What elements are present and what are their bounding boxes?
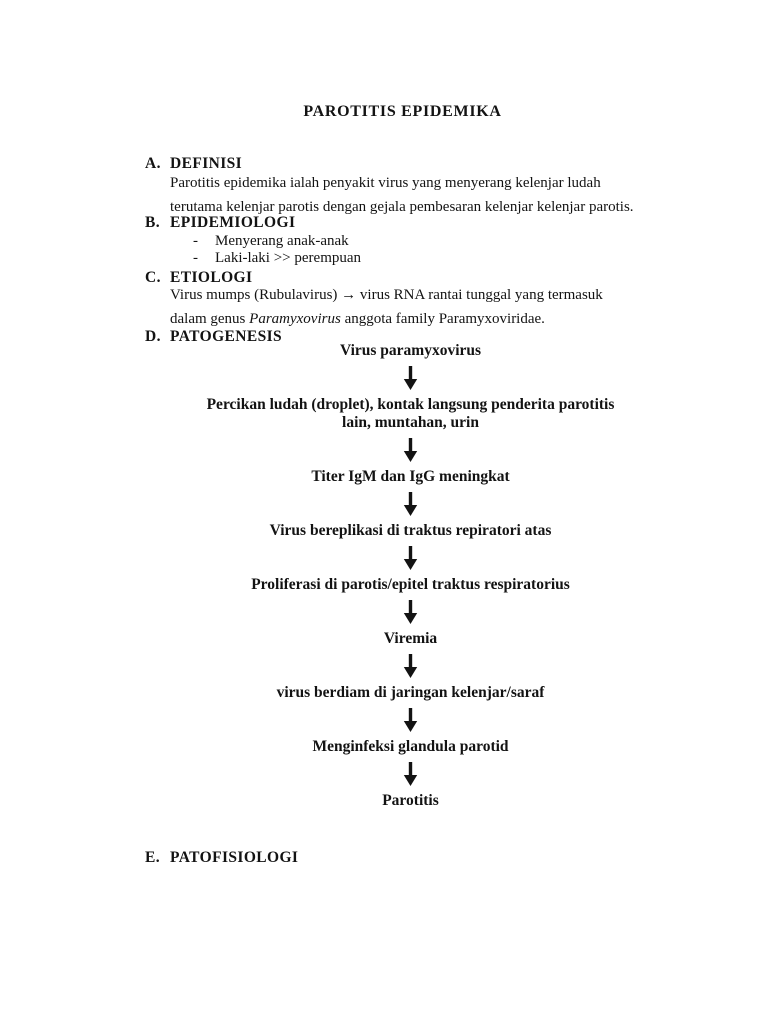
document-title: PAROTITIS EPIDEMIKA [303, 103, 502, 120]
section-letter-a: A. [145, 155, 161, 172]
section-letter-c: C. [145, 269, 161, 286]
down-arrow-icon [153, 600, 668, 624]
list-item: - Menyerang anak-anak [193, 233, 660, 250]
flow-step-viremia: Viremia [383, 630, 438, 647]
section-title-etiologi: ETIOLOGI [170, 269, 253, 286]
section-letter-e: E. [145, 849, 161, 866]
flow-step-parotitis: Parotitis [382, 792, 439, 809]
section-letter-d: D. [145, 328, 161, 345]
flow-step-virus-paramyxovirus: Virus paramyxovirus [339, 342, 482, 359]
down-arrow-icon [153, 546, 668, 570]
flow-step-menginfeksi-glandula: Menginfeksi glandula parotid [312, 738, 509, 755]
flow-step-percikan-ludah: Percikan ludah (droplet), kontak langsun… [206, 396, 615, 431]
etiologi-line1: Virus mumps (Rubulavirus) → virus RNA ra… [170, 287, 603, 303]
pathogenesis-flowchart: Virus paramyxovirus Percikan ludah (drop… [153, 342, 668, 810]
list-item-text: Menyerang anak-anak [215, 233, 349, 249]
section-letter-b: B. [145, 214, 161, 231]
etiologi-line2-post: anggota family Paramyxoviridae. [340, 311, 545, 327]
down-arrow-icon [153, 654, 668, 678]
down-arrow-icon [153, 708, 668, 732]
etiologi-line2-pre: dalam genus [170, 311, 250, 327]
flow-step-proliferasi: Proliferasi di parotis/epitel traktus re… [251, 576, 570, 593]
etiologi-genus-italic: Paramyxovirus [249, 311, 341, 327]
list-item: - Laki-laki >> perempuan [193, 250, 660, 267]
flow-step-titer-igm-igg: Titer IgM dan IgG meningkat [311, 468, 510, 485]
down-arrow-icon [153, 438, 668, 462]
section-title-epidemiologi: EPIDEMIOLOGI [170, 214, 296, 231]
down-arrow-icon [153, 492, 668, 516]
section-title-definisi: DEFINISI [170, 155, 243, 172]
down-arrow-icon [153, 366, 668, 390]
section-heading-epidemiologi: B. EPIDEMIOLOGI [145, 213, 660, 232]
section-title-patofisiologi: PATOFISIOLOGI [170, 849, 299, 866]
section-heading-patofisiologi: E. PATOFISIOLOGI [145, 848, 660, 867]
section-heading-patogenesis: D. PATOGENESIS [145, 327, 660, 346]
bullet-dash: - [193, 233, 198, 249]
section-heading-etiologi: C. ETIOLOGI [145, 268, 660, 287]
down-arrow-icon [153, 762, 668, 786]
list-item-text: Laki-laki >> perempuan [215, 250, 362, 266]
epidemiologi-list: - Menyerang anak-anak - Laki-laki >> perem… [193, 233, 660, 267]
flow-step-virus-bereplikasi: Virus bereplikasi di traktus repiratori … [269, 522, 552, 539]
section-title-patogenesis: PATOGENESIS [170, 328, 283, 345]
definisi-paragraph: Parotitis epidemika ialah penyakit virus… [170, 175, 634, 215]
section-heading-definisi: A. DEFINISI [145, 154, 660, 173]
bullet-dash: - [193, 250, 198, 266]
document-content: PAROTITIS EPIDEMIKA A. DEFINISI Parotitis… [145, 0, 660, 867]
etiologi-paragraph: Virus mumps (Rubulavirus) → virus RNA ra… [170, 283, 660, 331]
flow-step-virus-berdiam: virus berdiam di jaringan kelenjar/saraf [276, 684, 545, 701]
